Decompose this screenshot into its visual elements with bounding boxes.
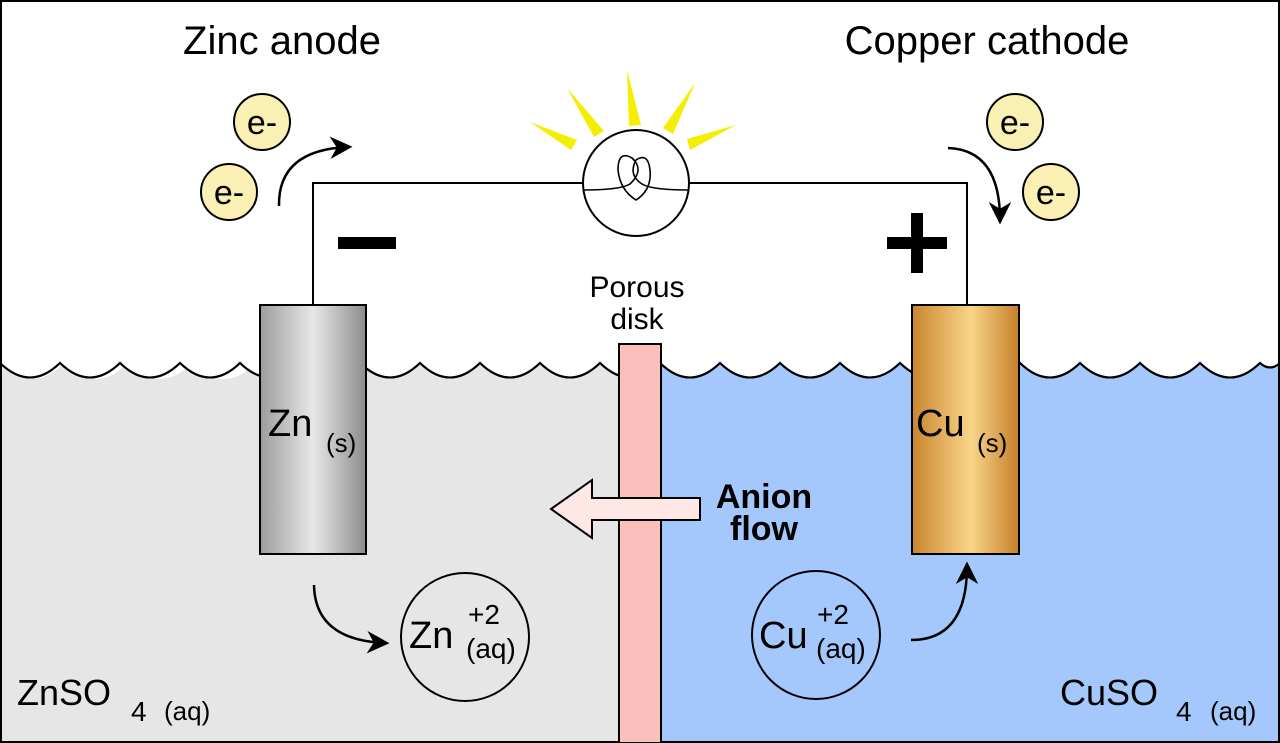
anion-flow-arrow-icon [549,478,701,540]
svg-text:Zn: Zn [409,615,453,657]
plus-sign [887,213,947,273]
title-zinc-anode: Zinc anode [183,19,381,63]
zinc-ion: Zn +2 (aq) [400,572,530,702]
zinc-electrode-state: (s) [326,428,356,458]
electron-icon: e- [1022,163,1080,221]
electron-icon: e- [200,163,258,221]
curved-arrow-icon [947,146,1012,225]
svg-text:(aq): (aq) [1210,696,1256,726]
svg-text:(aq): (aq) [816,633,866,664]
zinc-electrode [259,304,367,555]
copper-ion: Cu +2 (aq) [751,570,881,700]
svg-text:4: 4 [131,696,147,727]
anion-flow-label-line1: Anion [716,478,812,516]
svg-text:e-: e- [1036,174,1066,212]
porous-disk-label-line2: disk [610,303,664,336]
electron-icon: e- [233,93,291,151]
electron-icon: e- [986,93,1044,151]
light-bulb-icon [530,70,736,237]
svg-text:e-: e- [247,104,277,142]
curved-arrow-icon [312,584,390,654]
curved-arrow-icon [277,136,353,207]
right-solution-label: CuSO 4 (aq) [1060,672,1256,727]
anion-flow-label-line2: flow [730,510,799,548]
svg-text:CuSO: CuSO [1060,672,1158,713]
copper-electrode-state: (s) [977,428,1007,458]
external-wire [312,182,968,305]
porous-disk [618,343,662,743]
svg-text:+2: +2 [468,599,500,630]
svg-text:+2: +2 [817,599,849,630]
svg-text:(aq): (aq) [466,633,516,664]
porous-disk-label-line1: Porous [589,271,684,304]
minus-sign [338,237,396,249]
left-solution-label: ZnSO 4 (aq) [17,672,210,727]
copper-electrode [911,304,1020,555]
svg-text:4: 4 [1176,696,1192,727]
svg-text:Cu: Cu [759,615,808,657]
svg-text:(aq): (aq) [164,696,210,726]
title-copper-cathode: Copper cathode [845,19,1130,63]
svg-text:e-: e- [214,174,244,212]
svg-text:ZnSO: ZnSO [17,672,111,713]
copper-electrode-label: Cu [916,403,965,445]
curved-arrow-icon [910,561,979,642]
svg-text:e-: e- [1000,104,1030,142]
zinc-electrode-label: Zn [268,403,312,445]
